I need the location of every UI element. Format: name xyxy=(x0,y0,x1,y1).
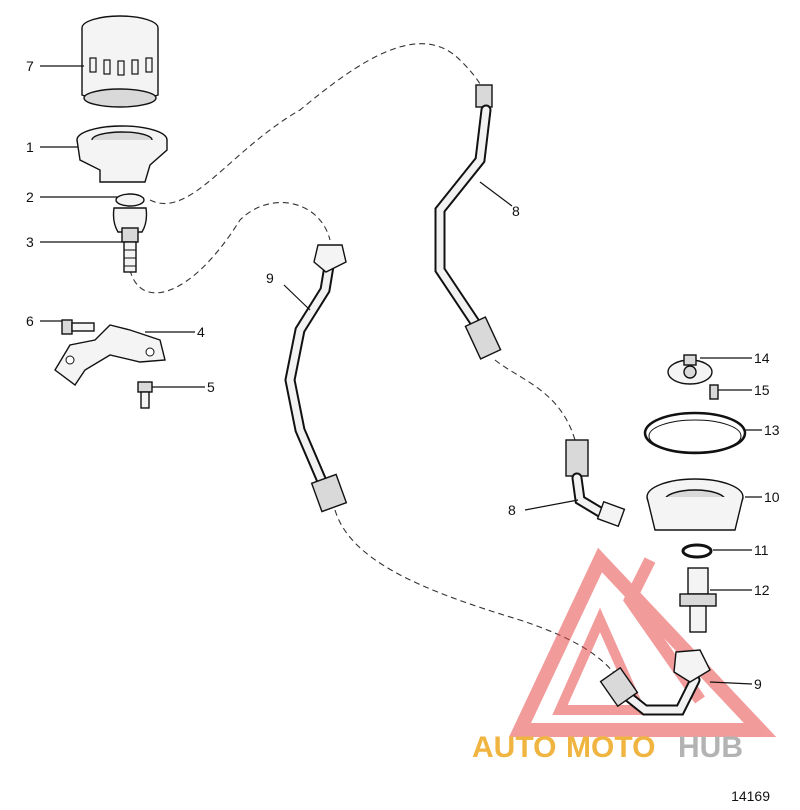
callout-6: 6 xyxy=(26,313,34,329)
callout-1: 1 xyxy=(26,139,34,155)
callout-9-lower: 9 xyxy=(754,676,762,692)
hose-barb xyxy=(121,227,139,273)
callout-5: 5 xyxy=(207,379,215,395)
bolt-6 xyxy=(61,319,95,335)
mounting-bracket xyxy=(54,324,166,387)
callout-7: 7 xyxy=(26,58,34,74)
routing-line-hose9-lower xyxy=(334,509,626,691)
oil-filter xyxy=(81,15,159,108)
fitting-nut xyxy=(112,193,148,233)
callout-3: 3 xyxy=(26,234,34,250)
connector-fitting xyxy=(679,567,717,633)
callout-8-upper: 8 xyxy=(512,203,520,219)
callout-10: 10 xyxy=(764,489,780,505)
watermark-auto: AUTO xyxy=(472,731,556,764)
bolt-5 xyxy=(137,381,153,409)
routing-line-fitting-to-hose9 xyxy=(129,202,331,294)
watermark-hub: HUB xyxy=(678,731,743,764)
oil-hose-9-elbow xyxy=(599,649,711,716)
oil-hose-8-lower xyxy=(565,439,626,528)
screw-15 xyxy=(709,384,719,400)
routing-line-hose8-lower xyxy=(494,359,576,441)
filter-adapter xyxy=(76,125,168,183)
callout-13: 13 xyxy=(764,422,780,438)
figure-number: 14169 xyxy=(731,788,770,804)
callout-2: 2 xyxy=(26,189,34,205)
filter-housing xyxy=(646,478,744,531)
callout-14: 14 xyxy=(754,350,770,366)
watermark-moto: MOTO xyxy=(566,731,655,764)
callout-9-upper: 9 xyxy=(266,270,274,286)
oil-sender xyxy=(667,354,713,385)
leader-lines xyxy=(40,65,762,685)
callout-8-lower: 8 xyxy=(508,502,516,518)
callout-4: 4 xyxy=(197,324,205,340)
callout-15: 15 xyxy=(754,382,770,398)
callout-11: 11 xyxy=(754,542,769,558)
callout-12: 12 xyxy=(754,582,770,598)
oil-hose-9 xyxy=(284,244,348,513)
o-ring xyxy=(681,543,713,559)
ring-clamp xyxy=(643,411,747,455)
watermark-text: AUTO MOTO HUB xyxy=(472,731,743,764)
routing-line-filter-to-hose8 xyxy=(149,43,486,205)
oil-hose-8-upper xyxy=(434,84,502,360)
